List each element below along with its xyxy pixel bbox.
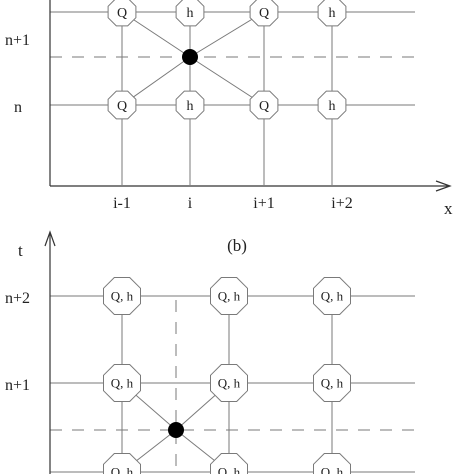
diagram-b-t-axis-label: t	[18, 241, 23, 260]
diagram-b-t-axis-arrow	[44, 230, 56, 247]
diagram-b-node-r1-c1: Q, h	[103, 277, 141, 315]
diagram-b-node-r1-c2-octagon	[210, 277, 248, 315]
diagram-b-center-point	[168, 422, 184, 438]
diagram-b-node-r2-c3: Q, h	[313, 364, 351, 402]
diagram-a-node-top-3-octagon	[249, 0, 279, 27]
diagram-b-node-r3-c1: Q, h	[103, 453, 141, 474]
diagram-a-x-axis-label: x	[444, 199, 453, 218]
diagram-a-node-top-3-label: Q	[259, 6, 269, 21]
diagram-b-caption: (b)	[227, 236, 247, 255]
diagram-a-node-bottom-4-label: h	[329, 99, 336, 114]
diagram-a-node-bottom-2-label: h	[187, 99, 194, 114]
diagram-b-node-r1-c1-label: Q, h	[111, 289, 134, 304]
stencil-line-bottom-right	[189, 56, 265, 106]
diagram-b-node-r2-c2-label: Q, h	[218, 376, 241, 391]
diagram-a-node-bottom-3-octagon	[249, 90, 279, 120]
diagram-b-node-r1-c3-label: Q, h	[321, 289, 344, 304]
diagram-a-col-label-i-plus-1: i+1	[253, 195, 274, 212]
diagram-a-node-top-3: Q	[249, 0, 279, 27]
diagram-a-node-top-2-octagon	[175, 0, 205, 27]
diagram-a-center-point	[182, 49, 198, 65]
diagram-a-x-axis-arrow	[435, 180, 452, 192]
diagram-b-node-r1-c2-label: Q, h	[218, 289, 241, 304]
diagram-b-node-r2-c3-octagon	[313, 364, 351, 402]
diagram-b-node-r3-c1-octagon	[103, 453, 141, 474]
diagram-a-node-top-4-octagon	[317, 0, 347, 27]
diagram-b-row-label-n-plus-2: n+2	[5, 290, 30, 307]
diagram-b-node-r1-c3-octagon	[313, 277, 351, 315]
diagram-b-dashed-lines	[50, 300, 415, 474]
diagram-a-node-bottom-2-octagon	[175, 90, 205, 120]
diagram-b-node-r1-c1-octagon	[103, 277, 141, 315]
diagram-a-node-top-4-label: h	[329, 6, 336, 21]
diagram-b-node-r2-c1: Q, h	[103, 364, 141, 402]
diagram-b-node-r2-c3-label: Q, h	[321, 376, 344, 391]
diagram-a-node-bottom-3: Q	[249, 90, 279, 120]
diagram-a-node-bottom-1: Q	[107, 90, 137, 120]
diagram-b-node-r3-c3: Q, h	[313, 453, 351, 474]
diagram-b-node-r3-c2-octagon	[210, 453, 248, 474]
diagram-b-node-r3-c3-label: Q, h	[321, 465, 344, 474]
diagram-b-node-r2-c1-label: Q, h	[111, 376, 134, 391]
diagram-a-node-bottom-1-octagon	[107, 90, 137, 120]
diagram-b-node-r2-c2-octagon	[210, 364, 248, 402]
diagram-a-node-top-4: h	[317, 0, 347, 27]
diagram-b-row-label-n-plus-1: n+1	[5, 377, 30, 394]
diagram-b-node-r3-c2-label: Q, h	[218, 465, 241, 474]
diagram-a-node-bottom-1-label: Q	[117, 99, 127, 114]
diagram-b-node-r2-c1-octagon	[103, 364, 141, 402]
diagram-b: (b)	[5, 230, 415, 474]
diagram-a-node-bottom-3-label: Q	[259, 99, 269, 114]
diagram-b-node-r1-c3: Q, h	[313, 277, 351, 315]
diagram-a-node-top-2: h	[175, 0, 205, 27]
diagram-a-grid	[50, 0, 415, 185]
diagram-a-col-label-i-minus-1: i-1	[113, 195, 131, 212]
diagram-b-node-r3-c2: Q, h	[210, 453, 248, 474]
diagram-a-node-top-1-octagon	[107, 0, 137, 27]
diagram-a-node-bottom-4: h	[317, 90, 347, 120]
diagram-b-axes	[44, 230, 56, 474]
diagram-b-node-r1-c2: Q, h	[210, 277, 248, 315]
diagram-b-node-r3-c3-octagon	[313, 453, 351, 474]
diagram-a-col-label-i: i	[188, 195, 193, 212]
diagram-a-node-top-2-label: h	[187, 6, 194, 21]
diagram-b-node-r3-c1-label: Q, h	[111, 465, 134, 474]
diagram-a-col-label-i-plus-2: i+2	[331, 195, 352, 212]
diagram-a-node-top-1-label: Q	[117, 6, 127, 21]
diagram-a-row-label-n-plus-1: n+1	[5, 32, 30, 49]
diagram-a-axes	[49, 0, 452, 192]
diagram-b-node-r2-c2: Q, h	[210, 364, 248, 402]
diagram-a-row-label-n: n	[14, 99, 22, 116]
diagram-a-node-bottom-4-octagon	[317, 90, 347, 120]
diagram-a: n+1 n i-1 i i+1 i+2 x	[5, 0, 453, 218]
diagram-a-node-top-1: Q	[107, 0, 137, 27]
diagram-a-node-bottom-2: h	[175, 90, 205, 120]
